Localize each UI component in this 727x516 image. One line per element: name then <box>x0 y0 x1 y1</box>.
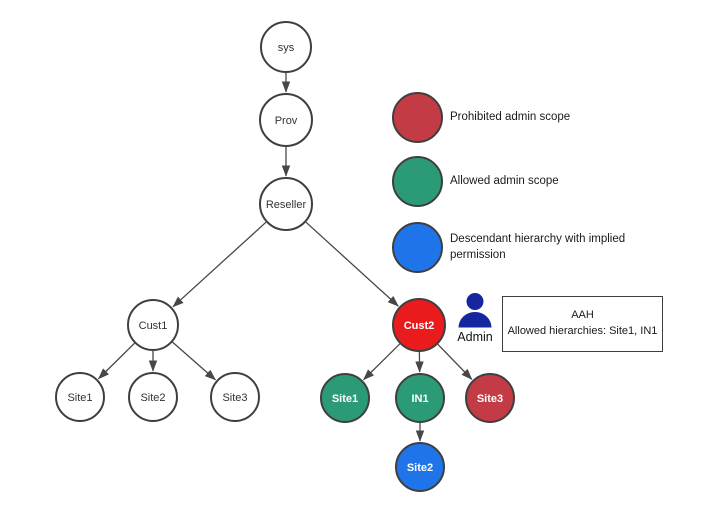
node-site3a: Site3 <box>210 372 260 422</box>
legend-label-allowed: Allowed admin scope <box>450 174 559 187</box>
admin-figure: Admin <box>452 292 498 344</box>
node-label-site1b: Site1 <box>332 393 358 405</box>
node-circle-site2a <box>128 372 178 422</box>
node-label-site2a: Site2 <box>140 392 165 404</box>
node-circle-cust1 <box>127 299 179 351</box>
legend-label-descendant: Descendant hierarchy with implied permis… <box>450 233 626 261</box>
node-label-cust1: Cust1 <box>139 320 168 332</box>
edge-cust2-site3b <box>437 343 473 380</box>
admin-label: Admin <box>457 330 493 344</box>
node-cust1: Cust1 <box>127 299 179 351</box>
node-circle-site1b <box>320 373 370 423</box>
edge-cust1-site1a <box>98 342 135 380</box>
node-label-site3a: Site3 <box>222 392 247 404</box>
node-site1b: Site1 <box>320 373 370 423</box>
aah-box-allowed-hierarchies: Allowed hierarchies: Site1, IN1 <box>507 325 658 337</box>
node-circle-sys <box>260 21 312 73</box>
allowed-scope-circle <box>392 156 443 207</box>
node-circle-site3a <box>210 372 260 422</box>
node-site2b: Site2 <box>395 442 445 492</box>
node-circle-site1a <box>55 372 105 422</box>
edge-cust2-site1b <box>363 343 401 381</box>
node-reseller: Reseller <box>259 177 313 231</box>
node-circle-in1 <box>395 373 445 423</box>
node-circle-cust2 <box>392 298 446 352</box>
aah-box: AAH Allowed hierarchies: Site1, IN1 <box>502 296 663 352</box>
descendant-hierarchy-circle <box>392 222 443 273</box>
prohibited-scope-circle <box>392 92 443 143</box>
legend-item-descendant: Descendant hierarchy with implied permis… <box>392 222 630 273</box>
edge-reseller-cust1 <box>172 221 267 308</box>
legend-item-allowed: Allowed admin scope <box>392 156 630 207</box>
node-circle-site2b <box>395 442 445 492</box>
edge-reseller-cust2 <box>305 221 399 307</box>
admin-person-icon <box>458 293 492 328</box>
node-circle-reseller <box>259 177 313 231</box>
aah-box-title: AAH <box>571 309 594 322</box>
node-label-site1a: Site1 <box>67 392 92 404</box>
node-cust2: Cust2 <box>392 298 446 352</box>
node-sys: sys <box>260 21 312 73</box>
node-label-in1: IN1 <box>411 393 428 405</box>
legend-label-prohibited: Prohibited admin scope <box>450 110 571 123</box>
node-label-site3b: Site3 <box>477 393 503 405</box>
edge-cust1-site3a <box>172 341 216 381</box>
node-label-prov: Prov <box>275 115 298 127</box>
node-site3b: Site3 <box>465 373 515 423</box>
node-label-reseller: Reseller <box>266 199 307 211</box>
node-label-sys: sys <box>278 42 295 54</box>
node-circle-prov <box>259 93 313 147</box>
node-prov: Prov <box>259 93 313 147</box>
node-label-cust2: Cust2 <box>404 320 435 332</box>
node-site2a: Site2 <box>128 372 178 422</box>
node-in1: IN1 <box>395 373 445 423</box>
node-site1a: Site1 <box>55 372 105 422</box>
node-label-site2b: Site2 <box>407 462 433 474</box>
node-circle-site3b <box>465 373 515 423</box>
legend-item-prohibited: Prohibited admin scope <box>392 92 630 143</box>
